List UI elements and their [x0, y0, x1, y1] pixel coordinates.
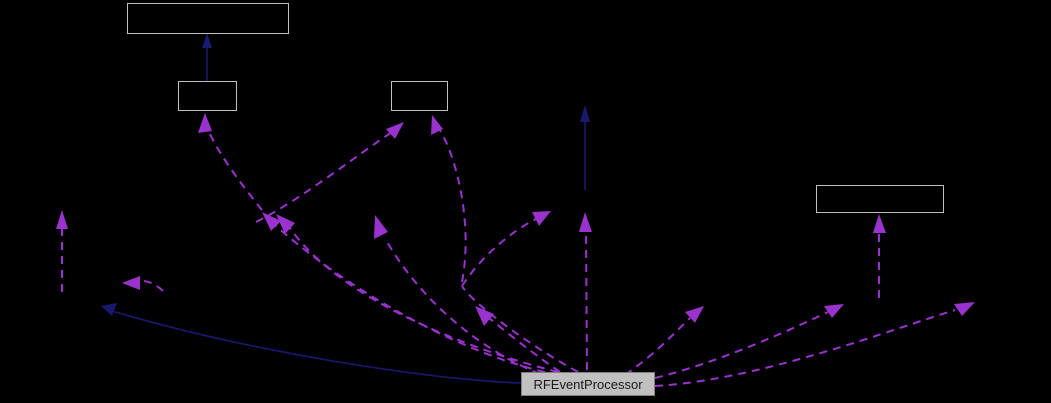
edge-main-to-right-1: [624, 306, 704, 376]
edge-main-to-far-left: [56, 210, 68, 292]
graph-node-rfeventprocessor-label: RFEventProcessor: [533, 376, 643, 392]
edge-hub-to-mid-left: [198, 113, 263, 211]
edge-right-box-down: [873, 214, 886, 298]
graph-node-rfeventprocessor[interactable]: RFEventProcessor: [521, 372, 655, 396]
edge-main-to-right-3: [654, 302, 975, 387]
edge-main-to-hub-b: [276, 214, 559, 373]
edge-vertical-blue-up: [580, 105, 590, 190]
graph-node-mid-center[interactable]: [391, 81, 448, 111]
graph-node-top-wide[interactable]: [127, 3, 289, 34]
edge-hub-to-mid-center-a: [255, 122, 404, 223]
edge-mid-left-to-top-wide: [202, 33, 212, 81]
edge-main-to-center-mid: [374, 215, 541, 375]
edge-main-to-left-blue: [101, 303, 522, 384]
graph-node-right[interactable]: [816, 185, 944, 213]
edge-hub-to-mid-center-b: [431, 115, 467, 283]
graph-node-mid-left[interactable]: [178, 81, 237, 111]
edge-main-to-upper-right: [461, 211, 579, 373]
edge-main-to-hub-a: [262, 212, 546, 373]
edge-main-to-right-2: [654, 304, 844, 379]
edge-main-to-left-small: [122, 276, 164, 292]
edge-main-to-vertical: [579, 212, 592, 371]
edge-main-to-center-low: [475, 306, 561, 373]
